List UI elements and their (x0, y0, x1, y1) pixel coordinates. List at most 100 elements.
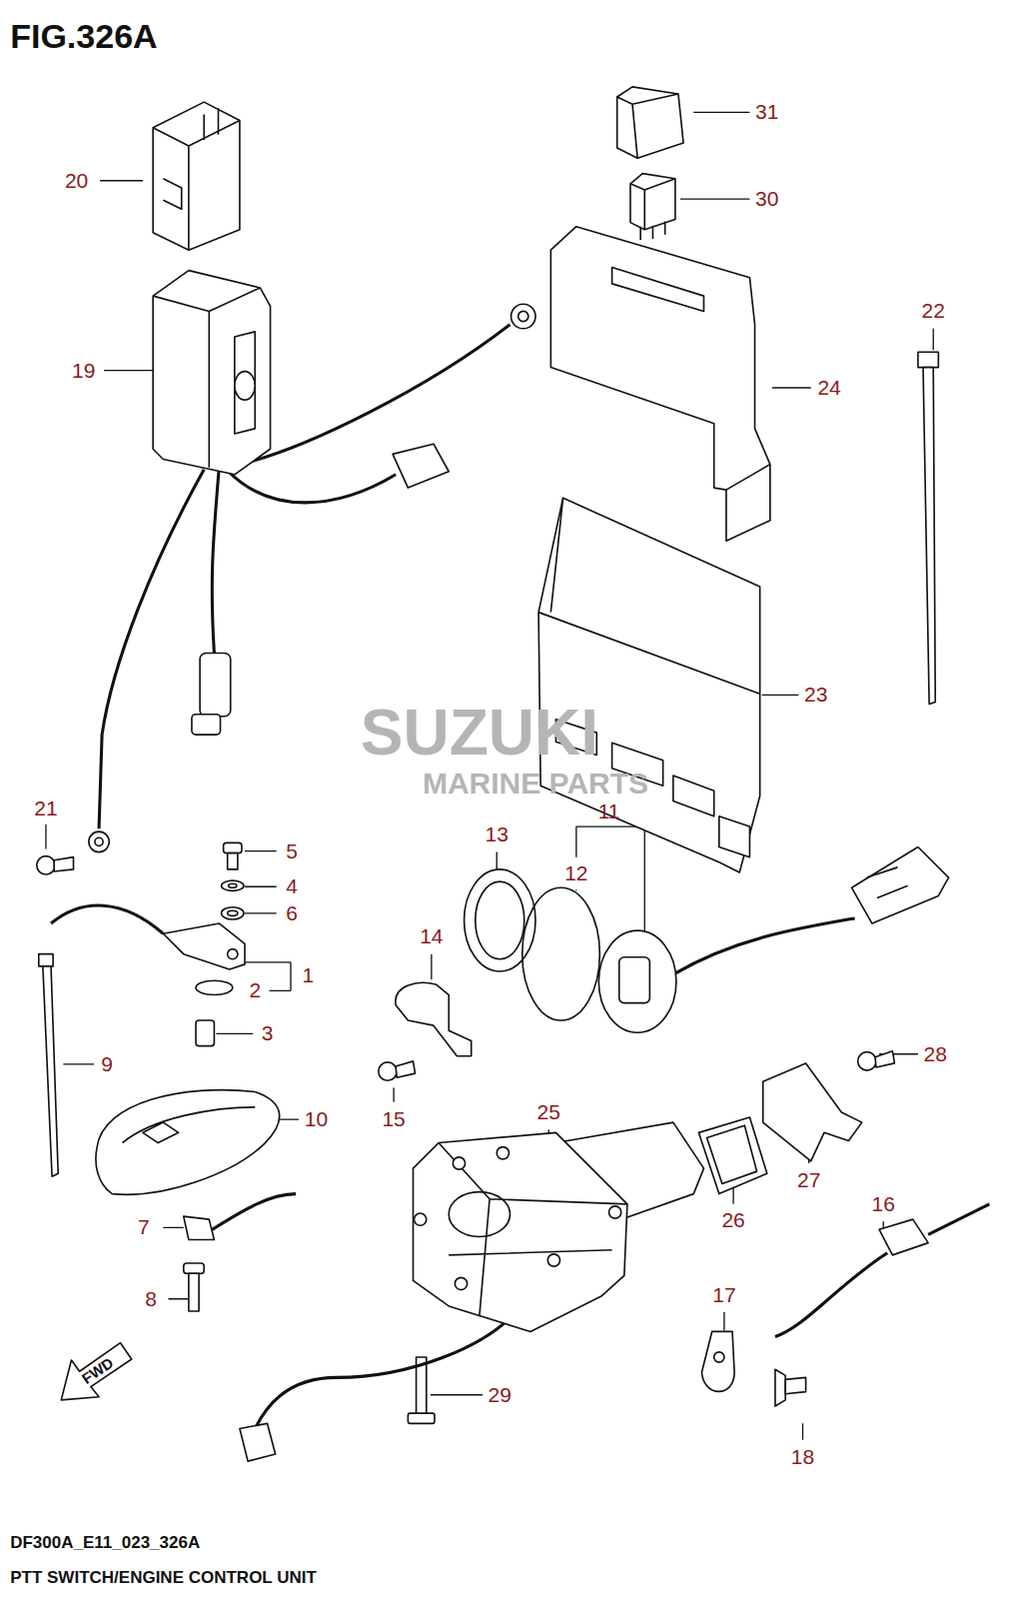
callout-number: 23 (804, 683, 828, 707)
trim-motor-part (547, 1253, 560, 1266)
harness-unit-part (88, 831, 109, 852)
boot-bracket-part (763, 1062, 863, 1161)
bolt-part (188, 1272, 199, 1311)
callout-number: 29 (488, 1382, 512, 1406)
sensor-part (162, 923, 245, 970)
figure-code: DF300A_E11_023_326A (9, 1532, 200, 1552)
bolt (36, 842, 896, 1423)
switch-housing-part (122, 1106, 256, 1143)
engine-control-unit-part (538, 497, 761, 694)
trim-motor-part (496, 1146, 509, 1159)
harness-unit-part (152, 270, 270, 475)
trim-switch-part (395, 982, 472, 1055)
callout-number: 2 (248, 979, 261, 1003)
trim-switch-part (475, 881, 525, 960)
trim-motor-part (254, 1305, 520, 1429)
bolt-part (775, 1368, 786, 1406)
watermark: MARINE PARTS (422, 766, 649, 800)
forward-arrow-part (60, 1342, 131, 1400)
harness-unit-part (226, 469, 396, 503)
watermark: SUZUKI (360, 697, 599, 768)
relay-part (617, 93, 679, 158)
figure-title: FIG.326A (9, 17, 157, 55)
callout-number: 19 (71, 358, 95, 382)
harness-unit-part (191, 714, 221, 735)
trim-switch-part (598, 930, 677, 1032)
callout-number: 9 (100, 1051, 113, 1075)
forward-arrow (60, 1342, 131, 1400)
washer-part (221, 907, 244, 920)
leader-lines-part (45, 111, 934, 1439)
callout-number: 16 (871, 1191, 895, 1215)
bolt-part (378, 1061, 397, 1080)
limit-switch-part (879, 1218, 929, 1255)
trim-motor (239, 1121, 705, 1461)
harness-unit-part (234, 371, 255, 401)
callout-number: 12 (564, 861, 588, 885)
limit-switch-part (714, 1351, 725, 1362)
switch-housing-part (95, 1089, 280, 1195)
callout-number: 4 (285, 875, 298, 899)
relay (617, 86, 684, 240)
trim-motor-part (413, 1131, 628, 1331)
trim-motor-part (452, 1156, 465, 1169)
bolt-part (858, 1051, 877, 1070)
relay-part (630, 178, 676, 240)
trim-motor-part (454, 1276, 467, 1289)
callout-number: 27 (797, 1168, 821, 1192)
bolt-part (395, 1060, 415, 1077)
callout-number: 26 (721, 1208, 745, 1232)
bolt-part (785, 1376, 806, 1393)
callout-number: 1 (301, 964, 314, 988)
engine-control-unit (538, 497, 761, 873)
limit-switch (701, 1203, 990, 1392)
engine-control-unit-part (538, 497, 761, 873)
switch-housing-part (183, 1215, 215, 1239)
callout-number: 13 (485, 823, 509, 847)
harness-unit-part (199, 652, 231, 716)
trim-switch-part (673, 918, 856, 975)
relay-box (152, 101, 240, 250)
boot-bracket-part (698, 1116, 767, 1194)
engine-control-unit-part (719, 816, 751, 858)
callout-number: 25 (537, 1099, 561, 1123)
callout-number: 14 (419, 925, 443, 949)
trim-switch-part (522, 887, 601, 1020)
callout-number: 11 (598, 799, 621, 823)
trim-switch-part (852, 846, 950, 924)
harness-unit-part (98, 469, 204, 829)
cable-tie-part (923, 367, 936, 705)
trim-switch-part (464, 869, 536, 972)
leader-lines (45, 111, 934, 1439)
callout-number: 5 (285, 839, 298, 863)
callout-number: 24 (817, 375, 841, 399)
sensor (50, 905, 245, 1046)
trim-motor-part (414, 1212, 427, 1225)
callout-number: 10 (304, 1106, 328, 1130)
callout-number: 30 (755, 187, 779, 211)
sensor-part (227, 949, 238, 960)
boot-bracket-part (707, 1124, 758, 1183)
relay-box-part (152, 101, 240, 250)
harness-unit-part (392, 443, 449, 488)
switch-housing-part (211, 1193, 296, 1230)
relay-part (617, 86, 684, 158)
trim-switch-part (619, 957, 651, 1004)
callout-number: 22 (922, 299, 946, 323)
bolt-part (227, 853, 238, 870)
bolt-part (875, 1050, 895, 1067)
limit-switch-part (701, 1330, 735, 1391)
cable-tie-part (42, 966, 58, 1176)
harness-unit-part (211, 464, 219, 654)
switch-housing (95, 1089, 296, 1240)
cable-tie (38, 351, 940, 1176)
callout-number: 28 (924, 1041, 948, 1065)
callout-number: 17 (712, 1282, 736, 1306)
cable-tie-part (38, 954, 53, 967)
washer-part (195, 980, 233, 995)
harness-unit-part (511, 303, 537, 329)
trim-motor-part (609, 1205, 622, 1218)
relay-box-part (152, 107, 240, 250)
washer-part (228, 883, 237, 888)
